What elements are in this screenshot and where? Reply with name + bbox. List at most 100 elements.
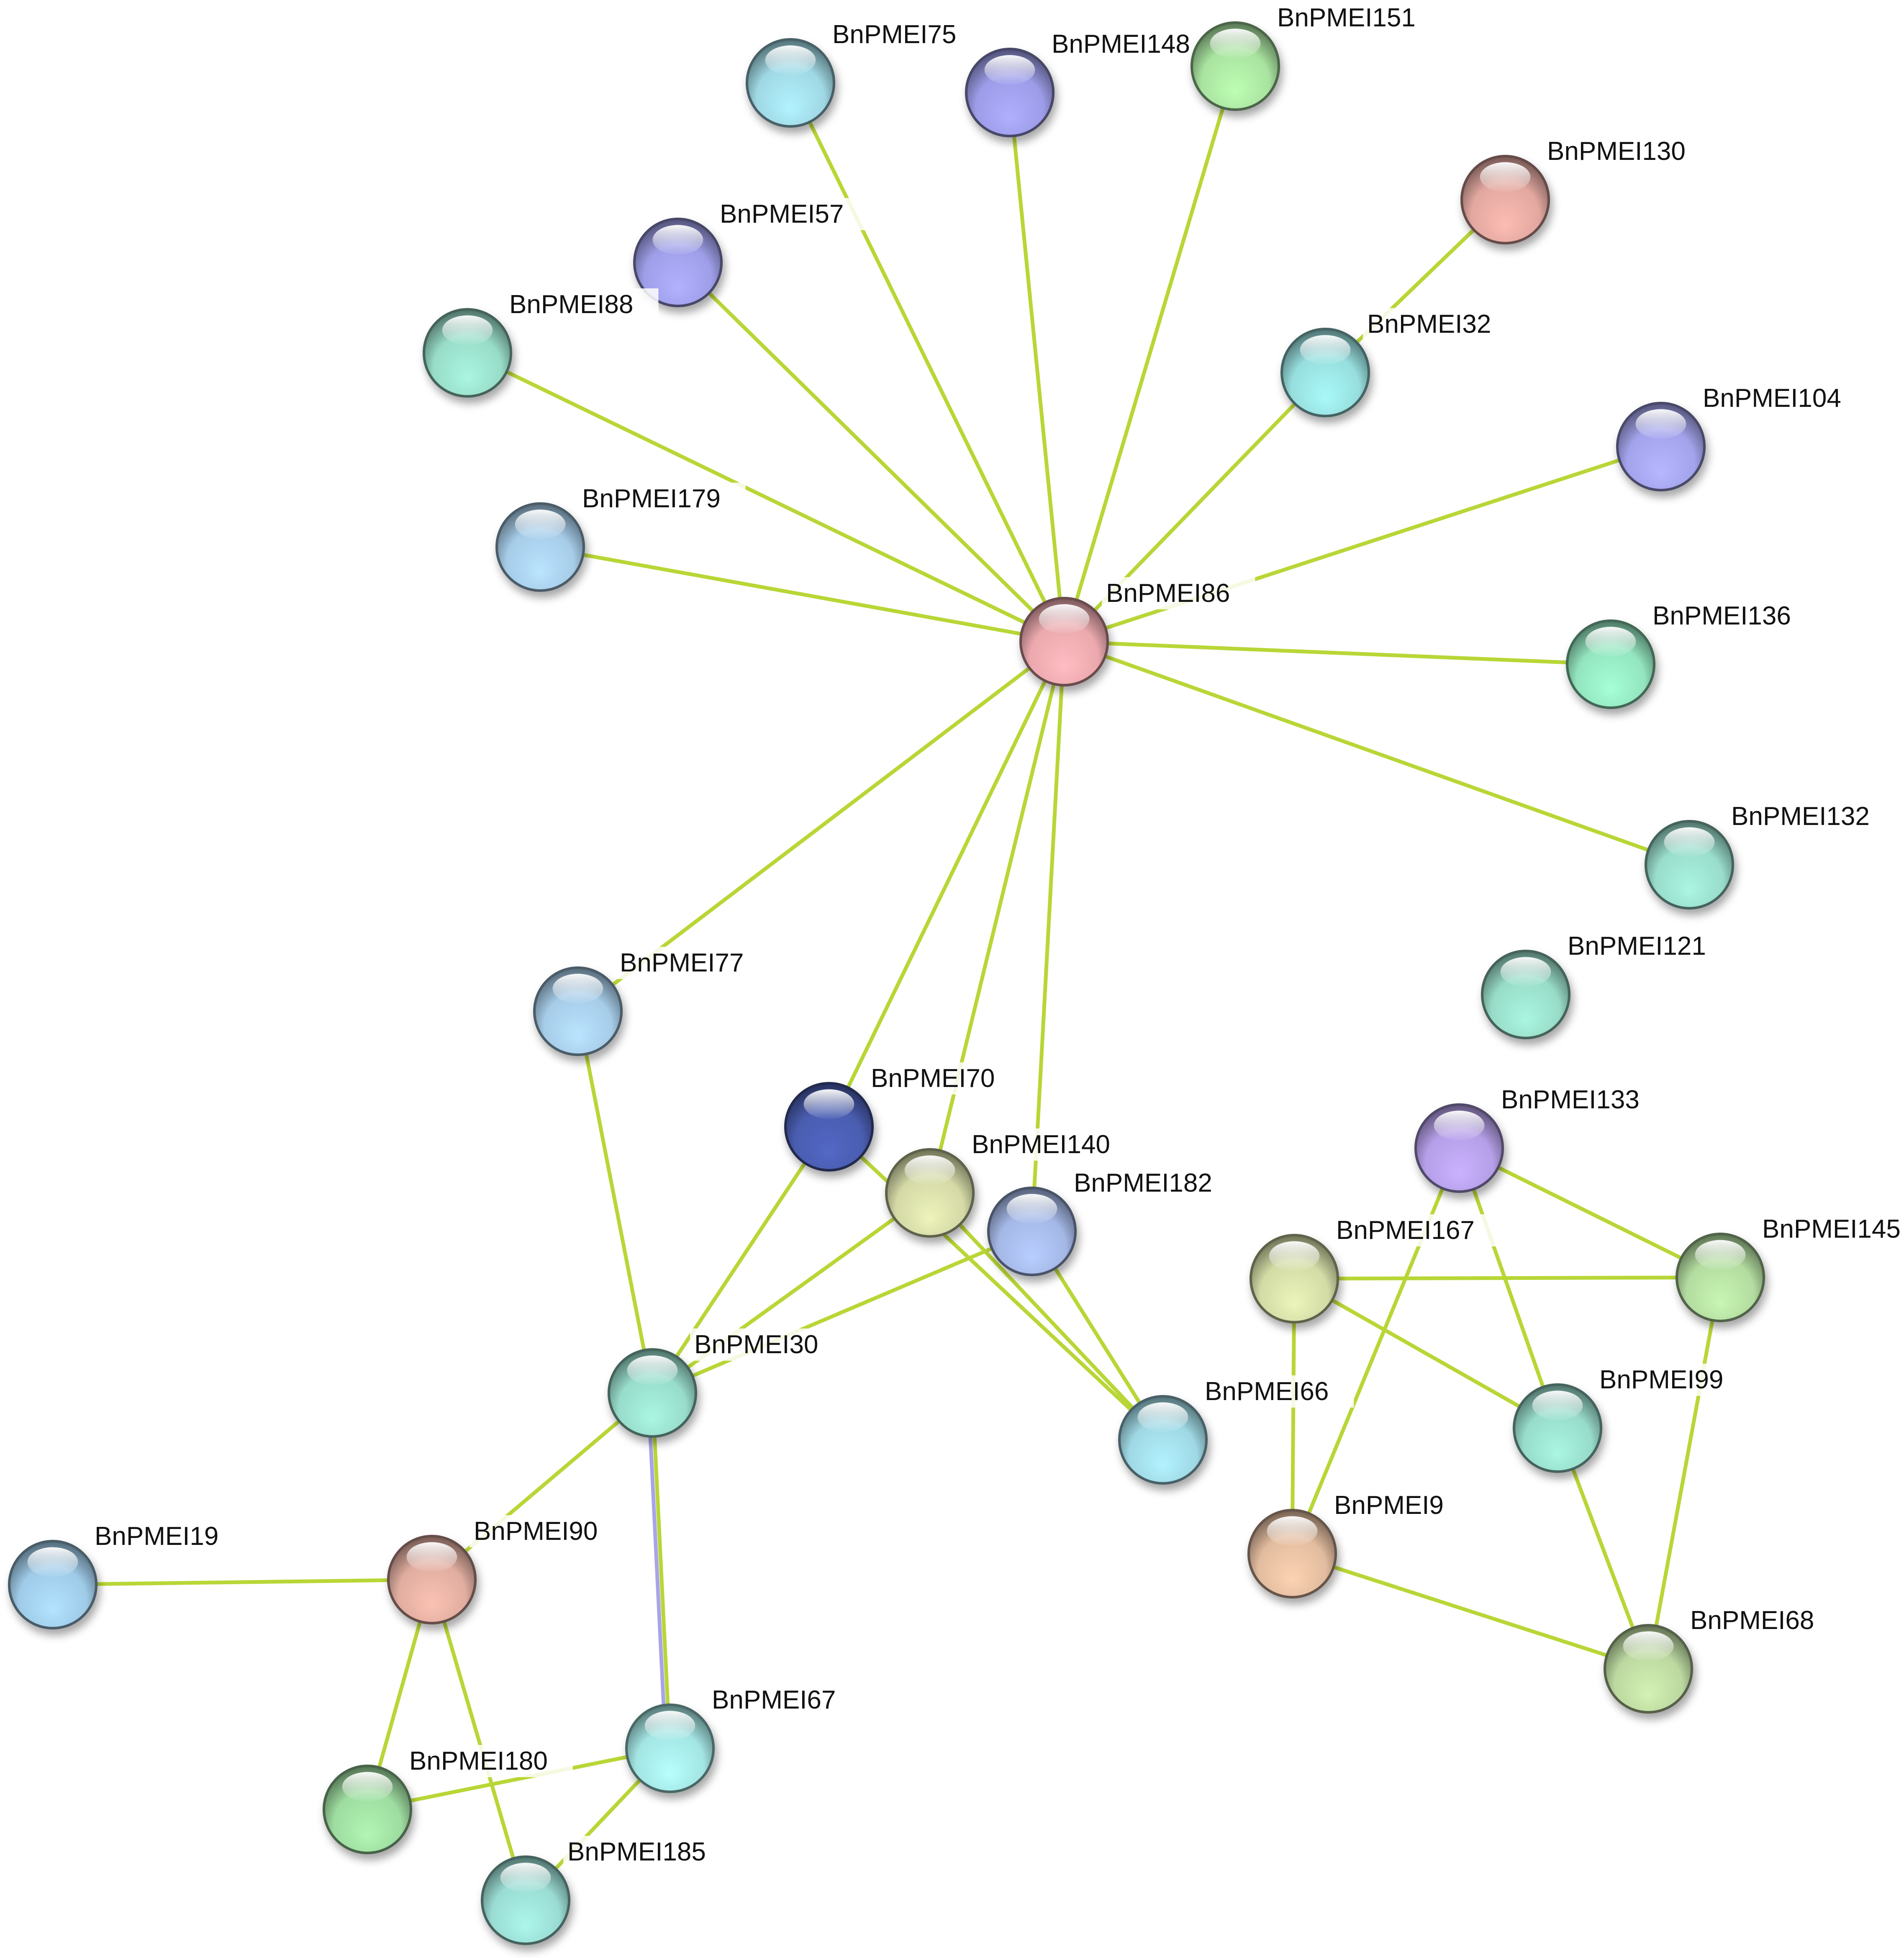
node-label-backdrop: [1363, 308, 1517, 340]
edge-BnPMEI86-BnPMEI70: [827, 640, 1066, 1129]
edge-BnPMEI30-BnPMEI90: [430, 1391, 654, 1582]
node-BnPMEI67[interactable]: BnPMEI67: [625, 1684, 861, 1793]
edge-BnPMEI30-BnPMEI67: [646, 1391, 668, 1750]
node-BnPMEI148[interactable]: BnPMEI148: [965, 28, 1215, 137]
node-highlight: [1635, 409, 1686, 439]
node-highlight: [1039, 604, 1090, 634]
node-label-backdrop: [828, 18, 982, 51]
node-BnPMEI136[interactable]: BnPMEI136: [1566, 600, 1816, 709]
node-label: BnPMEI130: [1547, 137, 1686, 166]
node-label-backdrop: [1201, 1375, 1354, 1408]
node-label: BnPMEI99: [1599, 1365, 1723, 1394]
edge-BnPMEI30-BnPMEI67: [650, 1391, 672, 1750]
edge-BnPMEI86-BnPMEI75: [788, 81, 1066, 644]
node-BnPMEI88[interactable]: BnPMEI88: [423, 288, 659, 398]
edge-BnPMEI86-BnPMEI136: [1062, 640, 1613, 666]
edge-BnPMEI167-BnPMEI9: [1290, 1277, 1296, 1556]
node-BnPMEI167[interactable]: BnPMEI167: [1250, 1214, 1500, 1323]
node-label: BnPMEI75: [832, 20, 956, 49]
node-label: BnPMEI67: [712, 1686, 836, 1714]
node-highlight: [1137, 1402, 1188, 1432]
node-BnPMEI57[interactable]: BnPMEI57: [633, 198, 869, 307]
node-label: BnPMEI32: [1367, 310, 1491, 339]
node-label-backdrop: [405, 1745, 573, 1777]
node-highlight: [652, 225, 703, 255]
node-label: BnPMEI148: [1052, 30, 1190, 59]
node-label-backdrop: [690, 1328, 844, 1361]
node-BnPMEI90[interactable]: BnPMEI90: [387, 1515, 623, 1624]
edge-BnPMEI167-BnPMEI145: [1292, 1275, 1722, 1281]
node-label-backdrop: [90, 1520, 244, 1552]
node-BnPMEI99[interactable]: BnPMEI99: [1513, 1364, 1749, 1473]
edge-BnPMEI86-BnPMEI104: [1062, 445, 1663, 644]
node-BnPMEI179[interactable]: BnPMEI179: [495, 483, 746, 592]
node-label-backdrop: [716, 198, 869, 230]
node-label: BnPMEI104: [1703, 384, 1841, 413]
node-BnPMEI140[interactable]: BnPMEI140: [885, 1128, 1135, 1238]
node-highlight: [406, 1542, 457, 1572]
node-label: BnPMEI57: [720, 200, 844, 229]
node-BnPMEI32[interactable]: BnPMEI32: [1280, 308, 1517, 417]
node-label-backdrop: [967, 1128, 1135, 1161]
edge-BnPMEI167-BnPMEI99: [1292, 1277, 1560, 1430]
node-highlight: [1585, 627, 1636, 657]
node-label-backdrop: [616, 947, 769, 979]
node-label: BnPMEI70: [871, 1064, 995, 1093]
node-label-backdrop: [1563, 930, 1731, 962]
node-BnPMEI132[interactable]: BnPMEI132: [1645, 800, 1895, 910]
node-label: BnPMEI66: [1205, 1377, 1329, 1406]
node-BnPMEI66[interactable]: BnPMEI66: [1118, 1375, 1354, 1485]
node-BnPMEI145[interactable]: BnPMEI145: [1676, 1213, 1904, 1322]
node-label: BnPMEI179: [582, 484, 721, 513]
node-highlight: [1269, 1241, 1320, 1271]
edge-BnPMEI86-BnPMEI148: [1008, 90, 1066, 644]
node-BnPMEI151[interactable]: BnPMEI151: [1191, 2, 1441, 111]
node-label-backdrop: [1330, 1489, 1469, 1521]
node-BnPMEI121[interactable]: BnPMEI121: [1481, 930, 1731, 1039]
node-label: BnPMEI77: [620, 948, 744, 977]
node-label-backdrop: [1699, 382, 1866, 414]
node-label: BnPMEI185: [567, 1837, 706, 1866]
node-BnPMEI180[interactable]: BnPMEI180: [323, 1745, 573, 1854]
node-BnPMEI30[interactable]: BnPMEI30: [608, 1328, 844, 1438]
node-BnPMEI86[interactable]: BnPMEI86: [1019, 577, 1255, 686]
node-highlight: [1300, 335, 1351, 365]
edge-BnPMEI70-BnPMEI66: [827, 1125, 1165, 1442]
node-label: BnPMEI133: [1501, 1085, 1640, 1114]
edge-BnPMEI77-BnPMEI30: [576, 1009, 654, 1395]
node-BnPMEI19[interactable]: BnPMEI19: [8, 1520, 244, 1629]
edge-BnPMEI86-BnPMEI57: [676, 260, 1066, 644]
node-BnPMEI75[interactable]: BnPMEI75: [746, 18, 982, 128]
node-highlight: [984, 55, 1035, 85]
node-BnPMEI68[interactable]: BnPMEI68: [1604, 1604, 1840, 1714]
node-highlight: [1210, 28, 1261, 59]
edge-BnPMEI133-BnPMEI99: [1457, 1146, 1560, 1430]
edge-BnPMEI86-BnPMEI88: [465, 351, 1066, 644]
node-highlight: [1480, 162, 1531, 192]
node-label-backdrop: [1595, 1364, 1749, 1396]
node-label-backdrop: [1047, 28, 1215, 60]
node-BnPMEI104[interactable]: BnPMEI104: [1616, 382, 1866, 491]
node-highlight: [1532, 1390, 1583, 1421]
edge-BnPMEI133-BnPMEI145: [1457, 1146, 1722, 1280]
node-label-backdrop: [563, 1836, 731, 1868]
node-BnPMEI133[interactable]: BnPMEI133: [1414, 1084, 1665, 1193]
node-BnPMEI70[interactable]: BnPMEI70: [784, 1062, 1020, 1172]
node-label-backdrop: [708, 1684, 861, 1716]
node-label: BnPMEI167: [1336, 1216, 1475, 1245]
node-label: BnPMEI132: [1731, 802, 1870, 831]
node-highlight: [803, 1089, 854, 1119]
node-label-backdrop: [505, 288, 659, 321]
node-BnPMEI130[interactable]: BnPMEI130: [1460, 135, 1711, 244]
node-highlight: [342, 1772, 393, 1802]
node-BnPMEI182[interactable]: BnPMEI182: [987, 1167, 1237, 1276]
node-highlight: [765, 45, 816, 75]
edges-layer: [51, 64, 1722, 1902]
node-label-backdrop: [1273, 2, 1441, 34]
node-BnPMEI185[interactable]: BnPMEI185: [481, 1836, 731, 1945]
node-label-backdrop: [578, 483, 746, 515]
node-BnPMEI77[interactable]: BnPMEI77: [533, 947, 769, 1056]
node-label-backdrop: [1070, 1167, 1237, 1199]
node-BnPMEI9[interactable]: BnPMEI9: [1247, 1489, 1469, 1598]
edge-BnPMEI90-BnPMEI185: [430, 1578, 528, 1902]
